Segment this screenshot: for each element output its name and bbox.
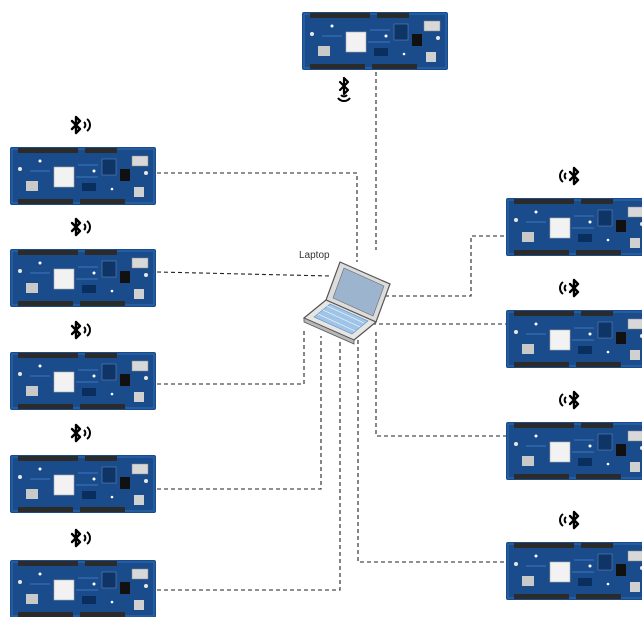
bluetooth-transmit-icon [72,530,90,546]
connector-left-3 [157,330,304,384]
connector-left-4 [157,336,321,489]
bluetooth-transmit-icon [72,117,90,133]
connector-right-4 [358,340,506,562]
laptop: Laptop [299,250,390,344]
connector-right-1 [378,236,506,296]
device-left-3 [10,322,156,410]
bluetooth-transmit-icon [72,322,90,338]
bluetooth-receive-icon [560,280,578,296]
connector-left-5 [157,340,340,590]
connector-right-3 [376,332,506,436]
device-left-1 [10,117,156,205]
device-right-3 [506,392,642,480]
bluetooth-transmit-icon [72,425,90,441]
laptop-label: Laptop [299,250,330,261]
bluetooth-receive-icon [338,78,350,101]
laptop-icon [304,262,390,344]
device-right-1 [506,168,642,256]
device-left-5 [10,530,156,617]
device-top [302,12,448,101]
device-left-4 [10,425,156,513]
device-left-2 [10,219,156,307]
device-right-4 [506,512,642,600]
connector-left-1 [157,173,357,262]
bluetooth-transmit-icon [72,219,90,235]
connector-left-2 [157,272,330,276]
device-right-2 [506,280,642,368]
bluetooth-receive-icon [560,512,578,528]
bluetooth-receive-icon [560,392,578,408]
bluetooth-receive-icon [560,168,578,184]
